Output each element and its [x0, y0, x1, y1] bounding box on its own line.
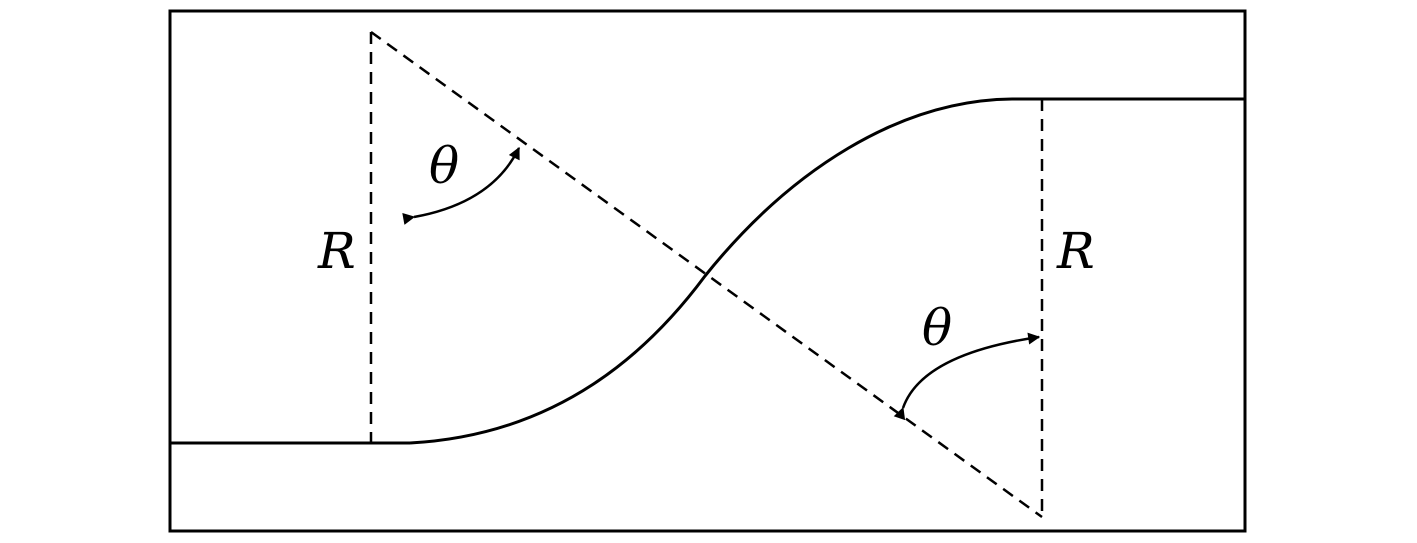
reverse-curve [409, 97, 1013, 445]
frame-border [168, 9, 1247, 533]
upper-angle-arrow [402, 146, 521, 225]
lower-angle-arrow [893, 332, 1041, 421]
upper-angle-label: θ [429, 137, 459, 195]
right-radius-label: R [1056, 222, 1095, 280]
lower-angle-label: θ [922, 299, 952, 357]
diagonal-radius-line [370, 30, 1043, 519]
left-radius-label: R [317, 222, 356, 280]
